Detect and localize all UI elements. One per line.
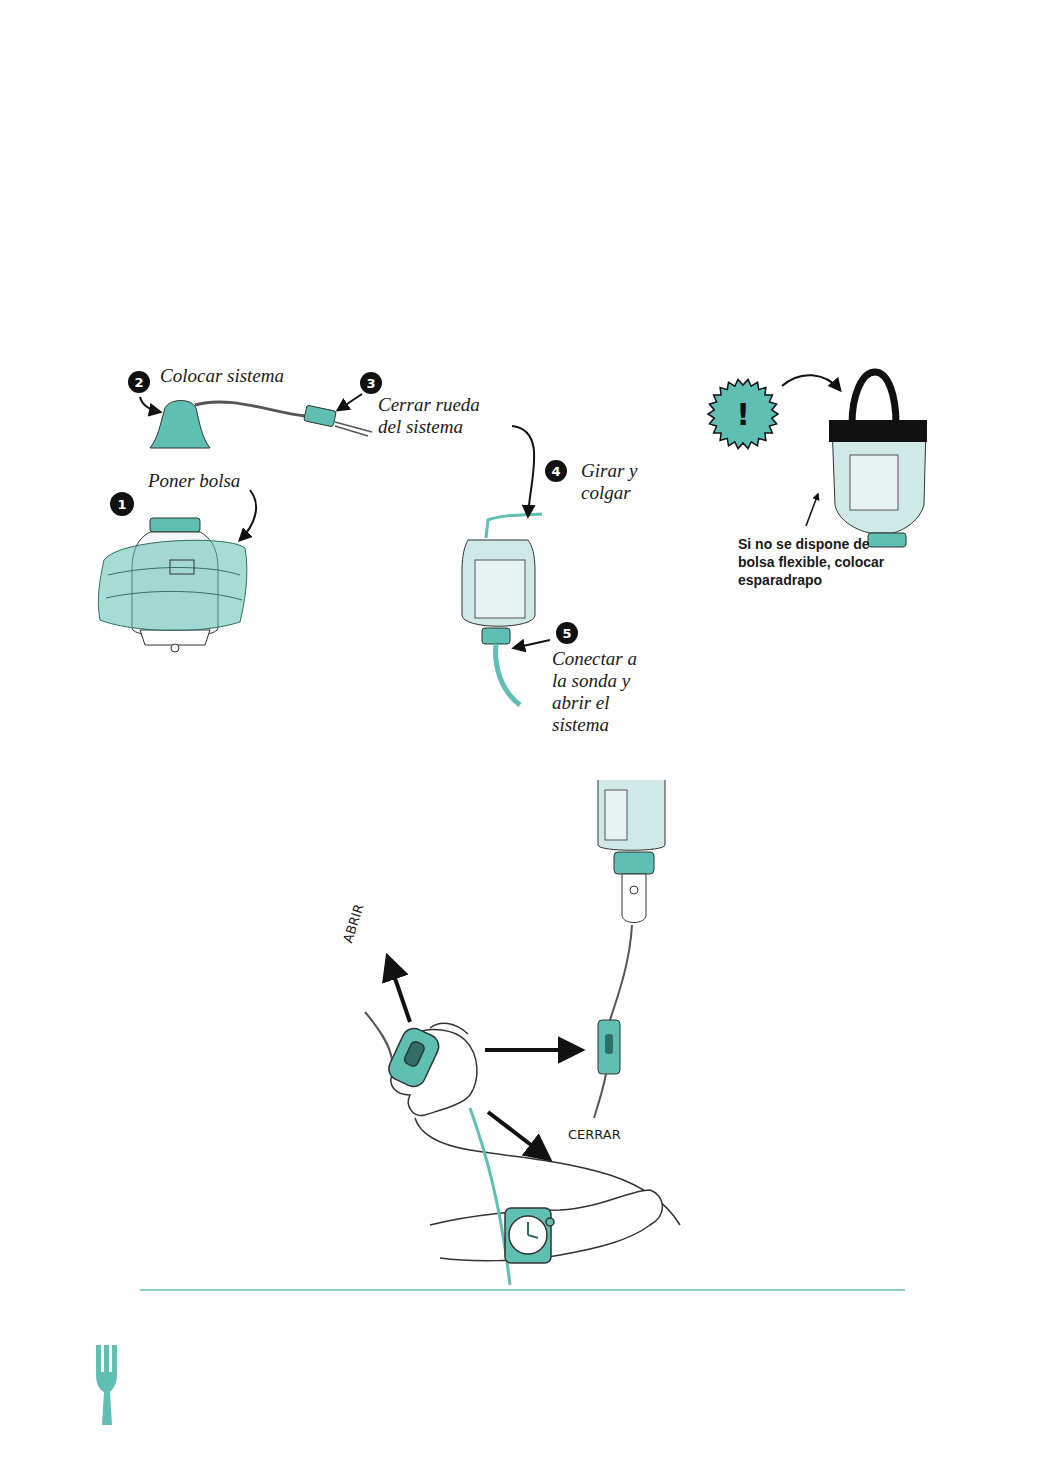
- hanging-bottle: [462, 514, 542, 705]
- step-callout: 2 Colocar sistema: [128, 365, 310, 393]
- step-text: Girar y colgar: [581, 460, 656, 504]
- action-arrows: [388, 958, 580, 1158]
- hand-and-arm: [365, 1012, 680, 1285]
- bottom-infusion: [594, 780, 665, 1118]
- callout-number: 5: [556, 622, 578, 644]
- step-callout: 3Cerrar rueda del sistema: [360, 372, 498, 438]
- step-callout: 5Conectar a la sonda y abrir el sistema: [552, 622, 652, 736]
- note-text: Si no se dispone de bolsa flexible, colo…: [738, 535, 890, 589]
- callout-number: 1: [110, 492, 134, 516]
- infusion-set: [150, 401, 372, 449]
- fork-icon: [96, 1345, 117, 1425]
- step-text: Conectar a la sonda y abrir el sistema: [552, 648, 652, 736]
- warning-mark: !: [707, 378, 779, 450]
- divider-line: [140, 1289, 905, 1291]
- step-text: Colocar sistema: [160, 365, 310, 387]
- callout-number: 2: [128, 371, 150, 393]
- action-label: CERRAR: [568, 1127, 621, 1142]
- step-callout: 1 Poner bolsa: [110, 470, 278, 516]
- callout-number: 3: [360, 372, 382, 394]
- step-callout: 4 Girar y colgar: [545, 460, 656, 504]
- leader-arrows: [140, 375, 840, 648]
- callout-number: 4: [545, 460, 567, 482]
- warning-burst: !: [707, 378, 779, 450]
- taped-bottle: [829, 372, 927, 547]
- step-text: Cerrar rueda del sistema: [378, 394, 498, 438]
- step-text: Poner bolsa: [148, 470, 278, 492]
- action-label: ABRIR: [340, 902, 367, 944]
- bottle-with-bag: [98, 518, 247, 652]
